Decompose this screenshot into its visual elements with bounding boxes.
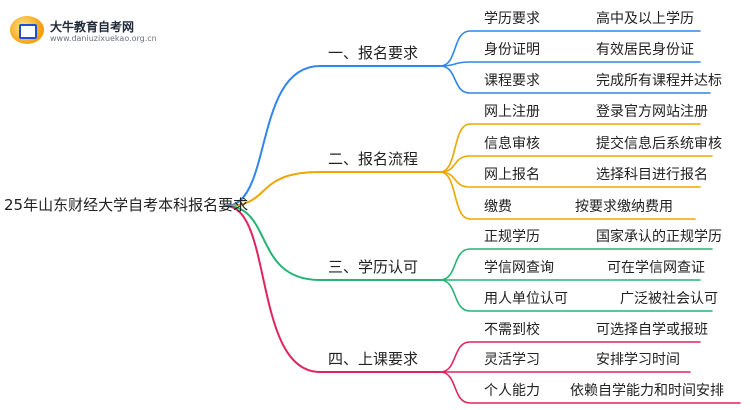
leaf-value-1-1: 高中及以上学历: [596, 11, 694, 27]
leaf-value-2-1: 登录官方网站注册: [596, 104, 708, 120]
leaf-value-4-1: 可选择自学或报班: [596, 322, 708, 338]
leaf-key-1-3: 课程要求: [484, 73, 540, 89]
leaf-key-2-3: 网上报名: [484, 167, 540, 183]
leaf-key-1-1: 学历要求: [484, 11, 540, 27]
logo-name: 大牛教育自考网: [50, 20, 135, 34]
branch-label-4: 四、上课要求: [328, 350, 419, 368]
branch-label-3: 三、学历认可: [328, 258, 419, 276]
leaf-key-2-2: 信息审核: [484, 136, 540, 152]
leaf-connector-1-2: [439, 61, 701, 67]
leaf-value-2-3: 选择科目进行报名: [596, 167, 708, 183]
leaf-connector-1-3: [439, 65, 711, 94]
leaf-key-4-1: 不需到校: [484, 322, 540, 338]
branch-label-2: 二、报名流程: [328, 150, 419, 168]
root-topic: 25年山东财经大学自考本科报名要求: [4, 196, 249, 214]
leaf-connector-3-3: [439, 279, 713, 312]
leaf-value-3-2: 可在学信网查证: [607, 260, 705, 276]
leaf-key-3-2: 学信网查询: [484, 260, 554, 276]
leaf-connector-2-4: [439, 171, 696, 220]
leaf-key-3-3: 用人单位认可: [484, 291, 568, 307]
leaf-value-2-4: 按要求缴纳费用: [575, 199, 673, 215]
leaf-connector-2-1: [439, 123, 701, 173]
leaf-value-4-3: 依赖自学能力和时间安排: [570, 383, 724, 399]
leaf-key-2-1: 网上注册: [484, 104, 540, 120]
leaf-connector-4-3: [439, 371, 741, 404]
logo-url: www.daniuzixuekao.org.cn: [50, 34, 157, 43]
book-logo-icon: [10, 16, 44, 44]
branch-label-1: 一、报名要求: [328, 44, 419, 62]
leaf-value-3-1: 国家承认的正规学历: [596, 229, 722, 245]
leaf-value-2-2: 提交信息后系统审核: [596, 136, 722, 152]
leaf-key-4-3: 个人能力: [484, 383, 540, 399]
leaf-connector-1-1: [439, 30, 701, 67]
branch-connector-2: [225, 171, 441, 207]
leaf-value-1-3: 完成所有课程并达标: [596, 73, 722, 89]
leaf-value-3-3: 广泛被社会认可: [620, 291, 718, 307]
leaf-key-4-2: 灵活学习: [484, 352, 540, 368]
site-logo: 大牛教育自考网 www.daniuzixuekao.org.cn: [10, 14, 157, 46]
branch-connector-4: [225, 205, 441, 373]
branch-connector-1: [225, 65, 441, 207]
leaf-connector-4-1: [439, 341, 701, 373]
leaf-connector-3-1: [439, 248, 713, 281]
leaf-key-1-2: 身份证明: [484, 42, 540, 58]
leaf-key-3-1: 正规学历: [484, 229, 540, 245]
leaf-value-4-2: 安排学习时间: [596, 352, 680, 368]
leaf-key-2-4: 缴费: [484, 199, 512, 215]
branch-connector-3: [225, 205, 441, 281]
leaf-value-1-2: 有效居民身份证: [596, 42, 694, 58]
leaf-connector-2-2: [439, 155, 713, 173]
